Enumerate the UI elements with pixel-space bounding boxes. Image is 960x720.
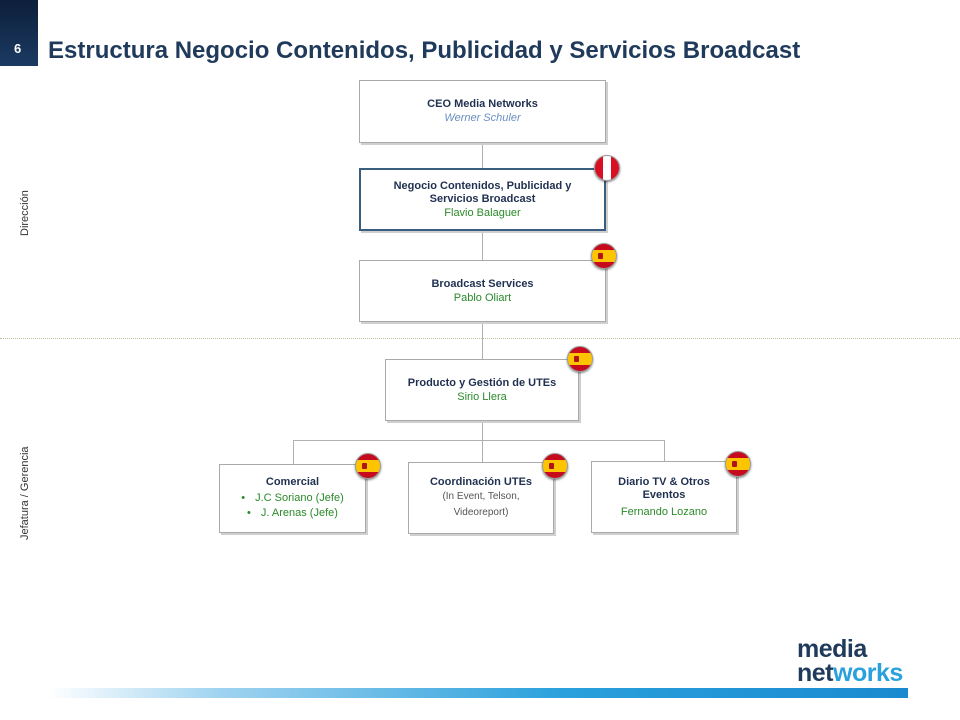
media-networks-logo: media networks [797, 635, 903, 687]
peru-flag-icon [594, 155, 620, 181]
logo-line-1: media [797, 635, 867, 663]
connector-line [482, 322, 483, 359]
connector-line [293, 440, 665, 441]
org-box-diario: Diario TV & Otros Eventos Fernando Lozan… [591, 461, 737, 533]
spain-flag-icon [542, 453, 568, 479]
org-box-detail: (In Event, Telson, Videoreport) [442, 490, 520, 518]
connector-line [293, 440, 294, 464]
side-label-direccion: Dirección [19, 190, 31, 236]
org-box-ceo: CEO Media Networks Werner Schuler [359, 80, 606, 143]
connector-line [482, 440, 483, 462]
org-box-name: Fernando Lozano [620, 505, 708, 518]
page-title: Estructura Negocio Contenidos, Publicida… [48, 37, 801, 64]
org-box-title: Producto y Gestión de UTEs [407, 376, 557, 389]
connector-line [482, 231, 483, 260]
logo-line-2: networks [797, 659, 903, 687]
spain-flag-icon [591, 243, 617, 269]
footer-bar [48, 688, 908, 698]
logo-text: net [797, 659, 834, 687]
connector-line [482, 421, 483, 440]
org-box-title: Negocio Contenidos, Publicidad y Servici… [393, 179, 572, 205]
org-box-name: Pablo Oliart [453, 291, 512, 304]
side-label-jefatura: Jefatura / Gerencia [19, 446, 31, 540]
org-box-title: Broadcast Services [431, 277, 534, 290]
connector-line [664, 440, 665, 461]
logo-text-accent: works [833, 659, 903, 687]
connector-line [482, 143, 483, 168]
org-box-title: Diario TV & Otros Eventos [618, 475, 710, 501]
list-item: J. Arenas (Jefe) [241, 506, 344, 521]
list-item: J.C Soriano (Jefe) [241, 491, 344, 506]
org-box-title: Comercial [265, 476, 320, 488]
org-box-list: J.C Soriano (Jefe) J. Arenas (Jefe) [241, 491, 344, 521]
org-box-name: Flavio Balaguer [444, 206, 521, 219]
org-box-coordinacion: Coordinación UTEs (In Event, Telson, Vid… [408, 462, 554, 534]
slide-number-bar [0, 0, 38, 66]
spain-flag-icon [355, 453, 381, 479]
org-box-negocio: Negocio Contenidos, Publicidad y Servici… [359, 168, 606, 231]
spain-flag-icon [725, 451, 751, 477]
spain-flag-icon [567, 346, 593, 372]
org-box-name: Werner Schuler [444, 112, 521, 124]
level-divider [0, 338, 960, 339]
org-box-name: Sirio Llera [457, 390, 507, 403]
org-box-broadcast: Broadcast Services Pablo Oliart [359, 260, 606, 322]
org-box-title: Coordinación UTEs [429, 475, 533, 488]
org-box-title: CEO Media Networks [427, 98, 538, 110]
org-box-comercial: Comercial J.C Soriano (Jefe) J. Arenas (… [219, 464, 366, 533]
slide-number: 6 [14, 41, 22, 56]
org-box-producto: Producto y Gestión de UTEs Sirio Llera [385, 359, 579, 421]
